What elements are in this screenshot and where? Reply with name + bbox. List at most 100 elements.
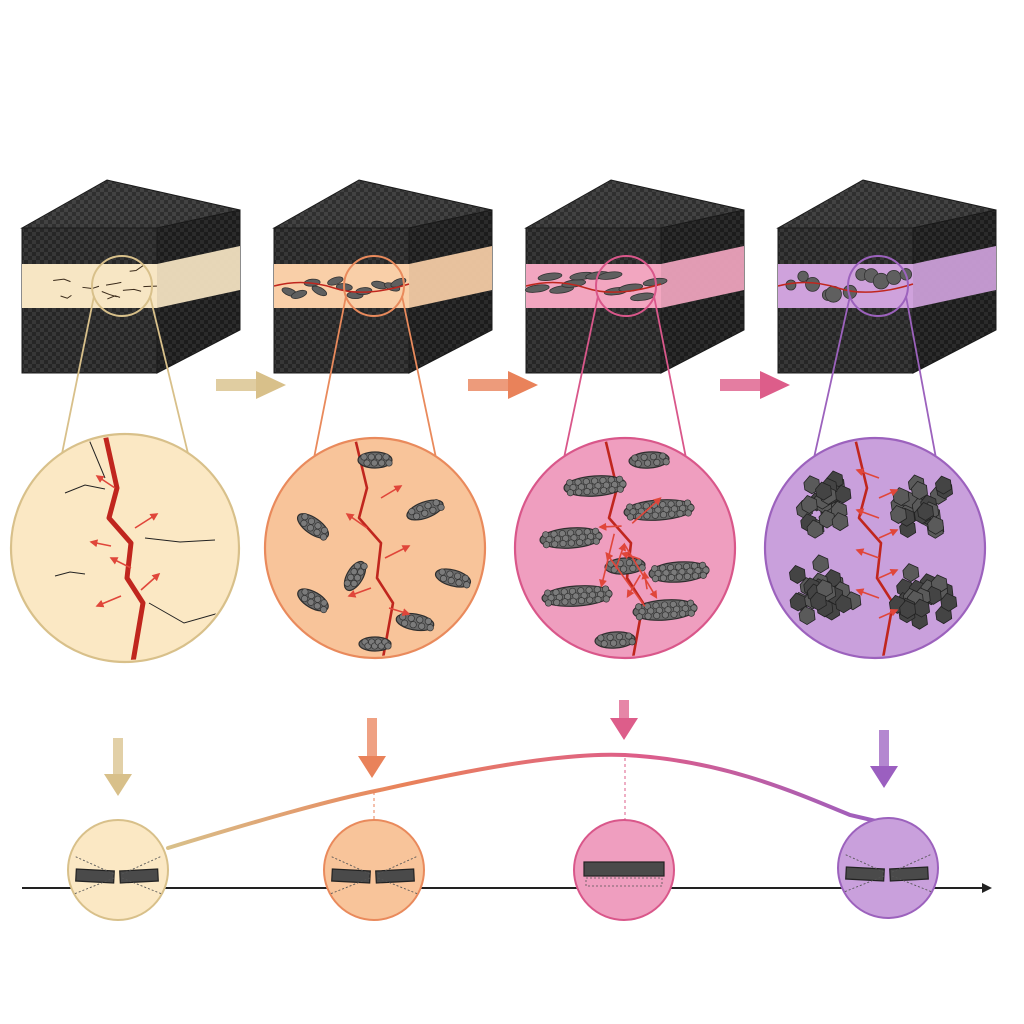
broken-beam-left [76,869,115,883]
trend-curve [168,755,880,848]
laminate-cube-optimal-loading [525,180,744,373]
lattice-cell [663,458,670,465]
stage-arrow-head [256,371,286,399]
laminate-cube-low-loading [274,180,492,373]
lattice-cell [671,611,678,618]
down-arrow-head [358,756,386,778]
lattice-cell [567,489,574,496]
down-arrow-head [610,718,638,740]
lattice-cell [578,597,585,604]
zoom-circle-bg [765,438,985,658]
broken-beam-right [120,869,159,883]
lattice-cell [676,574,683,581]
stage-arrow-1 [216,371,286,399]
lattice-cell [543,541,550,548]
lattice-cell [603,596,610,603]
lattice-cell [652,512,659,519]
lattice-cell [371,460,377,466]
stage-arrow-shaft [720,379,762,391]
zoom-circle-optimal-loading [515,438,735,658]
lattice-cell [685,510,692,517]
lattice-cell [629,565,636,572]
lattice-cell [677,510,684,517]
filler-cluster [887,270,901,284]
lattice-cell [645,613,652,620]
stage-arrow-head [508,371,538,399]
lattice-cell [629,638,636,645]
stage-arrow-shaft [468,379,510,391]
lattice-cell [600,487,607,494]
stage-arrow-head [760,371,790,399]
lattice-cell [679,610,686,617]
down-arrow-shaft [367,718,377,758]
zoom-circle-bg [11,434,239,662]
down-arrow-optimal-loading [610,700,638,740]
lattice-cell [692,572,699,579]
lattice-cell [586,597,593,604]
lattice-cell [660,511,667,518]
trend-curve-group [168,755,880,848]
lattice-cell [653,612,660,619]
lattice-cell [660,575,667,582]
lattice-cell [688,610,695,617]
down-arrow-head [104,774,132,796]
lattice-cell [595,596,602,603]
lattice-cell [576,539,583,546]
interlayer-band-front [22,264,157,308]
specimen-neat [68,820,168,920]
lattice-cell [361,454,367,460]
lattice-cell [562,598,569,605]
lattice-cell [545,600,552,607]
down-arrow-head [870,766,898,788]
broken-beam-left [846,867,885,881]
down-arrows [104,700,898,796]
lattice-cell [585,538,592,545]
specimen-high-loading [838,818,938,918]
lattice-cell [627,514,634,521]
down-arrow-high-loading [870,730,898,788]
down-arrow-neat [104,738,132,796]
lattice-cell [575,489,582,496]
lattice-cell [568,540,575,547]
lattice-cell [368,454,374,460]
intact-beam [584,862,664,876]
graphene-platelet [358,452,392,468]
lattice-cell [668,511,675,518]
lattice-cell [636,613,643,620]
down-arrow-low-loading [358,718,386,778]
lattice-cell [635,460,642,467]
lattice-cell [617,486,624,493]
lattice-cell [662,612,669,619]
zoom-circle-bg [265,438,485,658]
zoom-circle-neat [11,418,239,662]
stage-arrow-shaft [216,379,258,391]
lattice-cell [620,566,627,573]
stress-arrow [600,526,622,527]
graphene-platelet [359,637,391,651]
zoom-circle-high-loading [765,438,985,658]
specimen-circles [68,818,938,920]
lattice-cell [584,488,591,495]
filler-cluster [786,280,796,290]
lattice-cell [570,598,577,605]
lattice-cell [375,454,381,460]
zoom-circles [11,418,985,662]
stage-arrow-2 [468,371,538,399]
down-arrow-shaft [879,730,889,768]
lattice-cell [609,486,616,493]
stage-flow-arrows [216,371,790,399]
lattice-cell [653,459,660,466]
lattice-cell [700,572,707,579]
lattice-cell [610,640,617,647]
microcrack [143,286,157,287]
lattice-cell [668,574,675,581]
lattice-cell [592,488,599,495]
down-arrow-shaft [619,700,629,720]
broken-beam-left [332,869,371,883]
laminate-cube-high-loading [778,180,996,373]
zoom-circle-bg [515,438,735,658]
filler-cluster [806,277,820,291]
broken-beam-right [376,869,415,883]
lattice-cell [593,538,600,545]
lattice-cell [553,599,560,606]
